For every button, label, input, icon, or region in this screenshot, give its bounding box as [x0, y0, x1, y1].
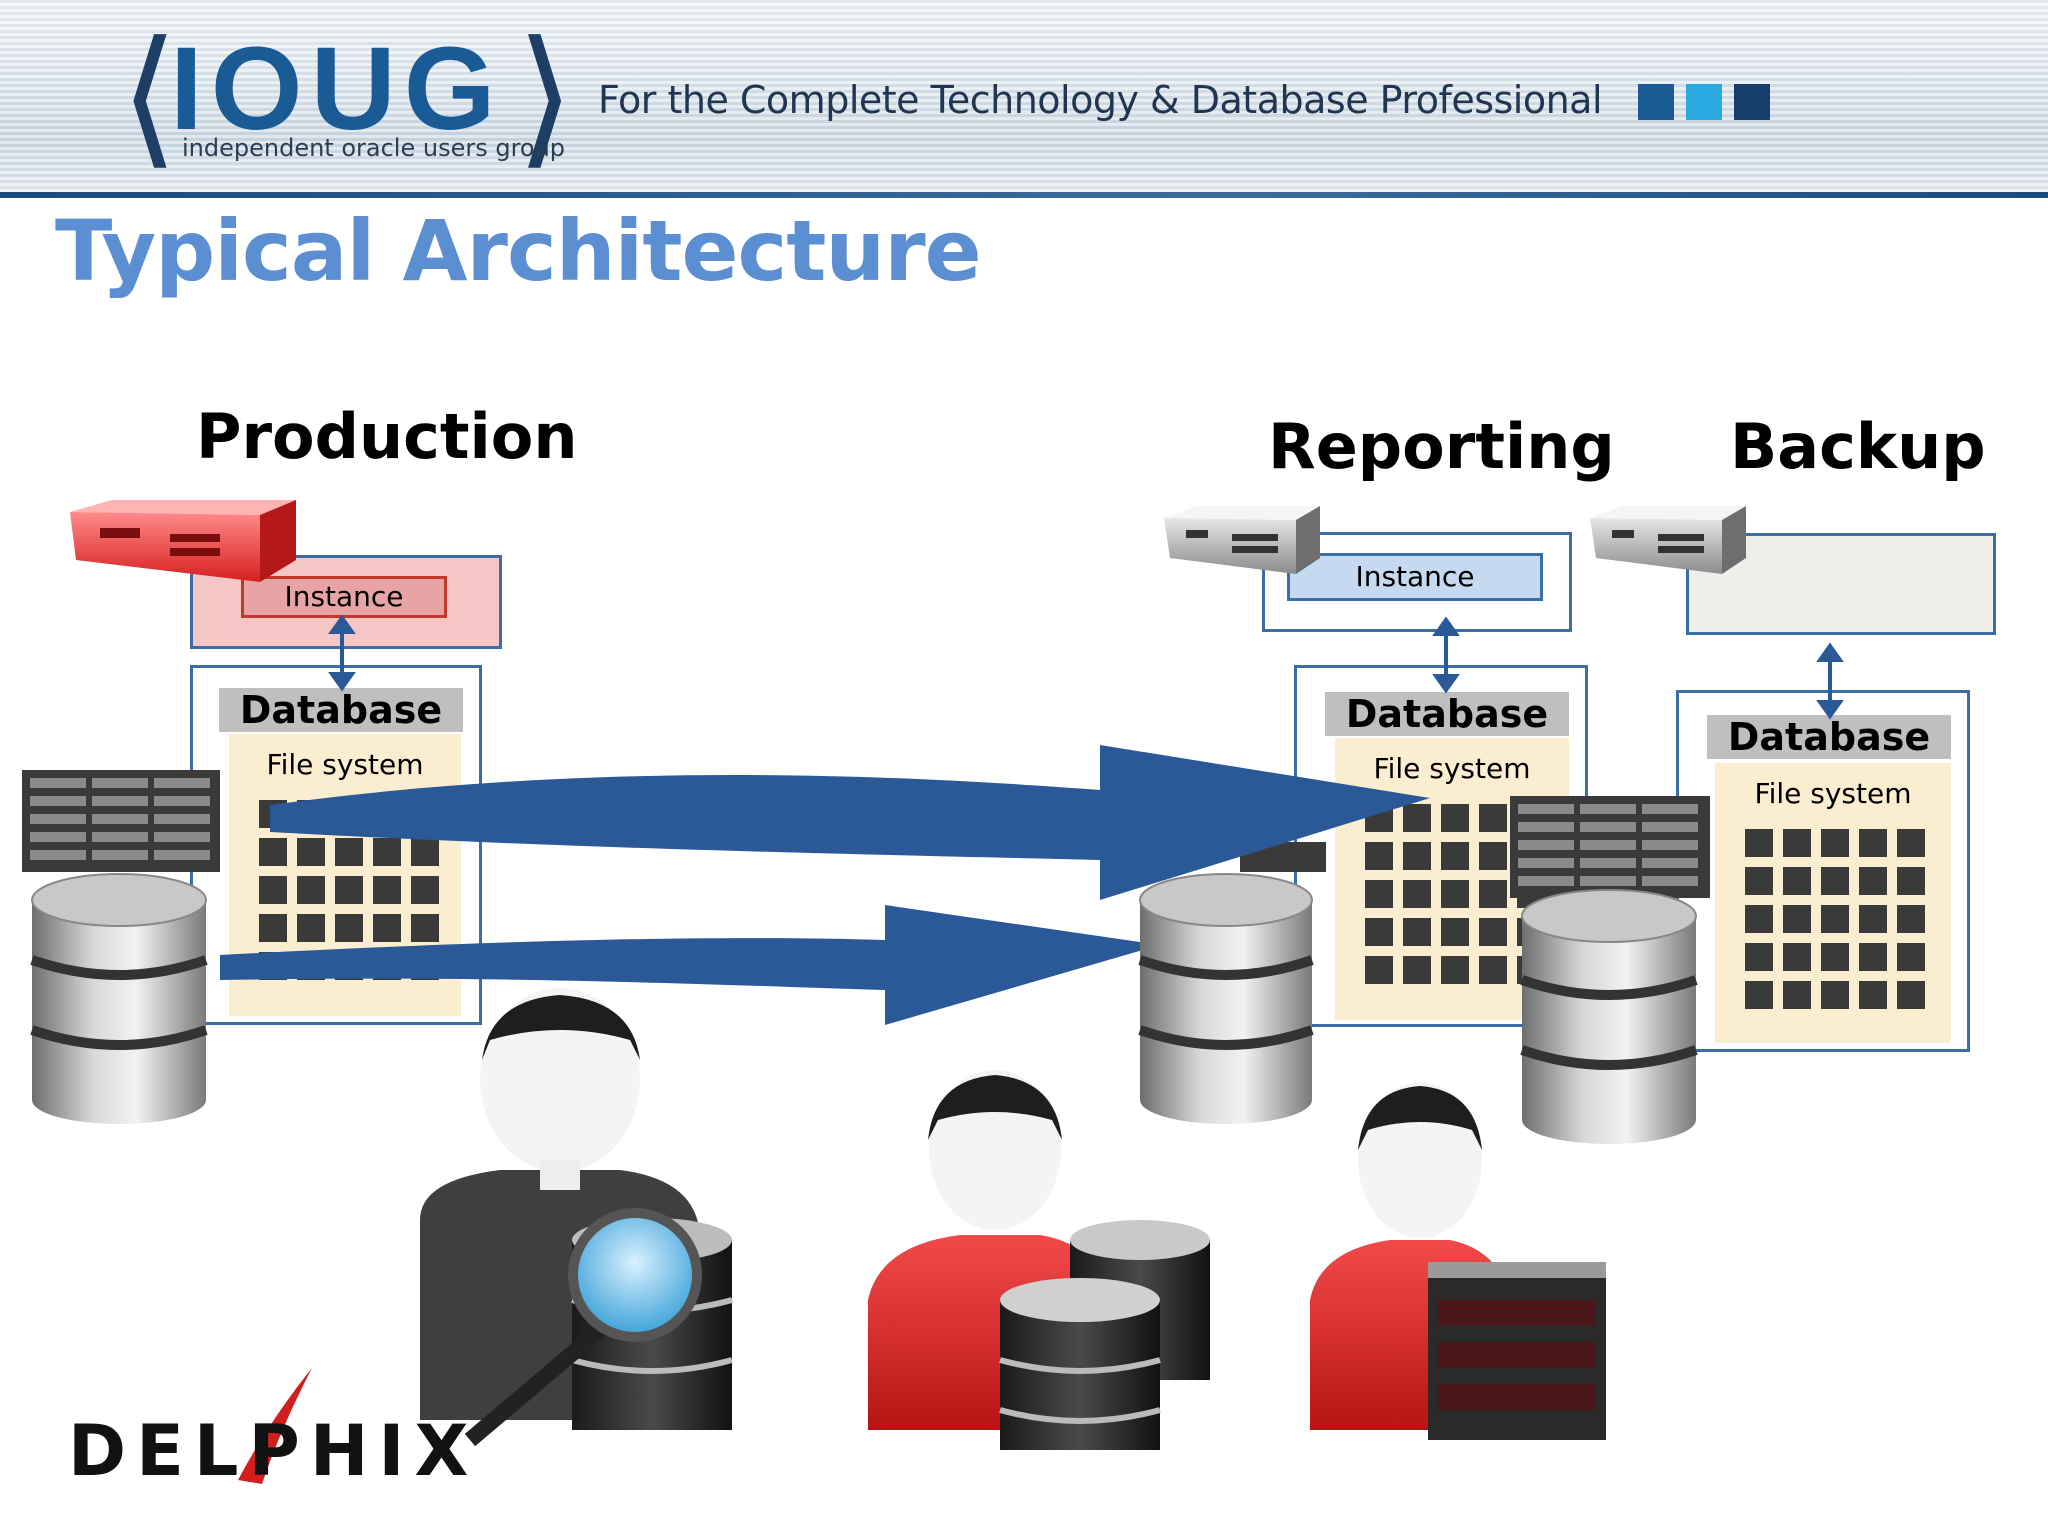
production-database-label: Database — [219, 688, 463, 732]
reporting-server-icon — [1164, 506, 1320, 574]
backup-link-arrow — [1816, 642, 1844, 720]
reporting-storage-rack-icon — [1240, 796, 1710, 898]
production-server-icon — [70, 500, 296, 582]
logo-left-bracket: ⟨ — [120, 10, 179, 184]
delphix-swoosh-icon — [238, 1368, 312, 1484]
backup-server-icon — [1590, 506, 1746, 574]
production-instance-box: Instance — [190, 555, 502, 649]
page-title: Typical Architecture — [55, 202, 982, 300]
reporting-instance-label: Instance — [1287, 553, 1543, 601]
backup-file-system: File system — [1715, 763, 1951, 1043]
backup-database-label: Database — [1707, 715, 1951, 759]
replication-arrow-bottom — [220, 905, 1160, 1025]
production-file-system-label: File system — [266, 748, 424, 781]
admin-person-icon — [1310, 1082, 1606, 1440]
developer-person-icon — [868, 1070, 1210, 1450]
reporting-label: Reporting — [1268, 410, 1615, 483]
reporting-link-arrow — [1432, 616, 1460, 694]
accent-square-1 — [1638, 84, 1674, 120]
reporting-database-label: Database — [1325, 692, 1569, 736]
backup-label: Backup — [1730, 410, 1986, 483]
backup-file-system-label: File system — [1754, 777, 1912, 810]
ioug-logo: IOUG — [170, 23, 504, 155]
production-label: Production — [196, 400, 578, 473]
production-storage-rack-icon — [22, 770, 220, 872]
delphix-logo: DELPHIX — [68, 1410, 479, 1492]
reporting-file-system-label: File system — [1373, 752, 1531, 785]
replication-arrow-top — [270, 745, 1430, 900]
logo-right-bracket: ⟩ — [516, 10, 575, 184]
logo-subtitle: independent oracle users group — [182, 134, 566, 162]
accent-square-2 — [1686, 84, 1722, 120]
tagline: For the Complete Technology & Database P… — [598, 78, 1603, 122]
header-banner: ⟨ IOUG ⟩ independent oracle users group … — [0, 0, 2048, 198]
backup-database-cylinder-icon — [1520, 889, 1698, 1144]
reporting-database-cylinder-icon — [1138, 873, 1314, 1124]
backup-file-grid — [1745, 829, 1925, 1009]
backup-database-box: Database File system — [1676, 690, 1970, 1052]
analyst-person-icon — [420, 988, 733, 1447]
production-database-cylinder-icon — [30, 873, 208, 1124]
production-instance-label: Instance — [241, 576, 447, 618]
accent-square-3 — [1734, 84, 1770, 120]
production-link-arrow — [328, 614, 356, 692]
banner-divider — [0, 192, 2048, 198]
reporting-instance-box: Instance — [1262, 532, 1572, 632]
